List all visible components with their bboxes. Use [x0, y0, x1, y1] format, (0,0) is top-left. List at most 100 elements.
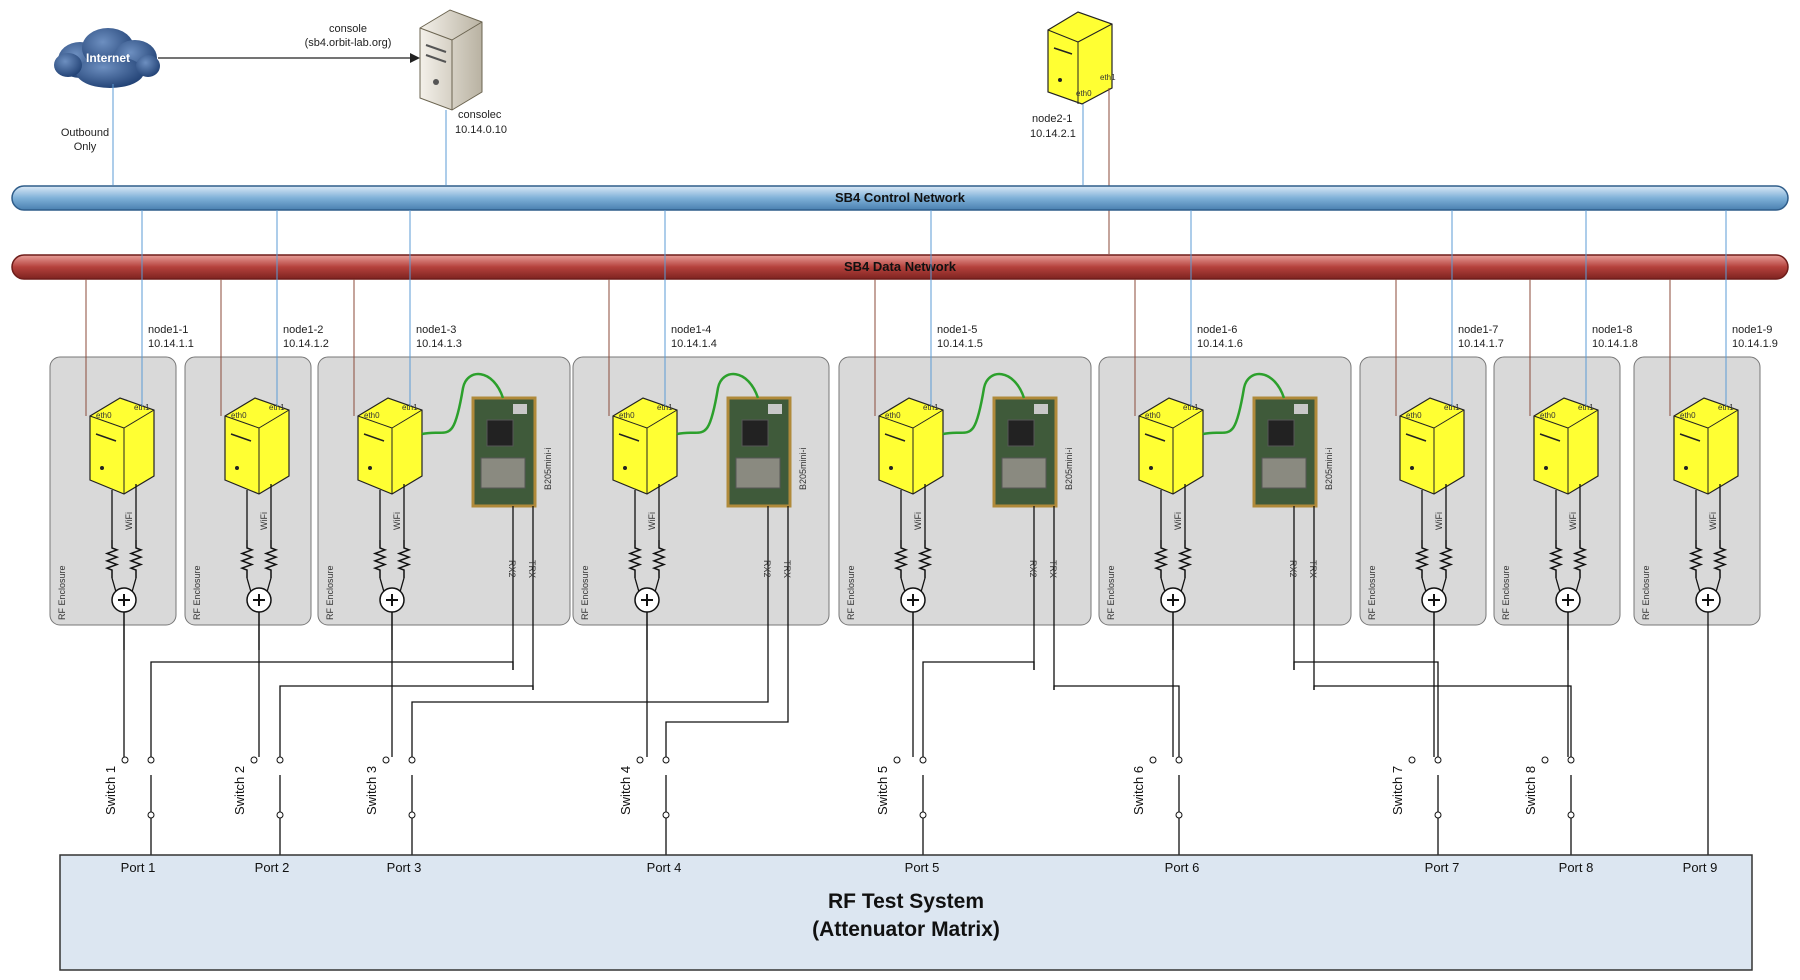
- usrp-usb-cable: [676, 372, 760, 436]
- server-slot: [1144, 433, 1166, 442]
- port-label-3: Port 3: [387, 860, 422, 875]
- combiner-input: [1695, 577, 1701, 593]
- server-led: [1149, 466, 1153, 470]
- eth0-label: eth0: [885, 411, 901, 420]
- usrp-shield: [1261, 457, 1307, 489]
- resistor-icon: [1548, 540, 1564, 578]
- switch-4: Switch 4: [618, 756, 670, 855]
- switch-contact-a: [893, 756, 901, 764]
- server-edge: [1399, 415, 1435, 429]
- combiner-input: [111, 577, 117, 593]
- switch-contact-a: [121, 756, 129, 764]
- combiner-input: [1421, 577, 1427, 593]
- switch-label: Switch 1: [103, 766, 118, 815]
- switch-6: Switch 6: [1131, 756, 1183, 855]
- arrowhead-icon: [410, 53, 420, 63]
- console-name: consolec: [458, 109, 502, 121]
- enclosure-label: RF Enclosure: [1501, 565, 1511, 620]
- switch-label: Switch 6: [1131, 766, 1146, 815]
- resistor-icon: [1572, 540, 1588, 578]
- switch-pivot: [919, 811, 927, 819]
- enclosure-label: RF Enclosure: [1641, 565, 1651, 620]
- switch-pivot: [1434, 811, 1442, 819]
- server-edge: [224, 415, 260, 429]
- port-label-6: Port 6: [1165, 860, 1200, 875]
- node-server-icon: [1673, 397, 1739, 495]
- control-network-bus: SB4 Control Network: [11, 185, 1789, 211]
- usrp-chip: [1267, 419, 1295, 447]
- node-ip: 10.14.1.7: [1458, 338, 1504, 350]
- node-ip: 10.14.1.6: [1197, 338, 1243, 350]
- rf-enclosure-box: [1359, 356, 1487, 626]
- wire: [411, 670, 769, 757]
- combiner-input: [1715, 577, 1721, 593]
- switch-2: Switch 2: [232, 756, 284, 855]
- combiner-input: [1160, 577, 1166, 593]
- eth1-label: eth1: [402, 403, 418, 412]
- node-server-icon: [1533, 397, 1599, 495]
- outbound-note-line2: Only: [74, 141, 97, 153]
- server-edge: [1172, 409, 1204, 429]
- resistor-icon: [1177, 540, 1193, 578]
- switch-label: Switch 2: [232, 766, 247, 815]
- server-edge: [123, 409, 155, 429]
- wifi-label: WiFi: [647, 512, 657, 530]
- server-led: [889, 466, 893, 470]
- top-section: Internet Outbound Only console (sb4.orbi…: [54, 9, 1116, 254]
- wifi-label: WiFi: [124, 512, 134, 530]
- server-led: [623, 466, 627, 470]
- server-edge: [258, 409, 290, 429]
- eth0-label: eth0: [1540, 411, 1556, 420]
- node-ip: 10.14.1.8: [1592, 338, 1638, 350]
- eth1-label: eth1: [923, 403, 939, 412]
- combiner-input: [399, 577, 405, 593]
- data-network-bus: SB4 Data Network: [11, 254, 1789, 280]
- port-label-2: Port 2: [255, 860, 290, 875]
- node-server-icon: [1138, 397, 1204, 495]
- internet-label: Internet: [86, 51, 130, 65]
- resistor-icon: [239, 540, 255, 578]
- combiner-input: [1441, 577, 1447, 593]
- server-slot: [95, 433, 117, 442]
- port-label-4: Port 4: [647, 860, 682, 875]
- server-edge: [612, 415, 648, 429]
- server-edge: [357, 415, 393, 429]
- switch-label: Switch 8: [1523, 766, 1538, 815]
- wire: [150, 661, 514, 757]
- server-slot: [363, 433, 385, 442]
- server-edge: [1533, 415, 1569, 429]
- server-led: [1410, 466, 1414, 470]
- wire: [922, 661, 1035, 757]
- rf-enclosure-box: [184, 356, 312, 626]
- rf-system-title: RF Test System: [828, 890, 984, 913]
- usrp-chip: [486, 419, 514, 447]
- node2-server-icon: [1047, 11, 1113, 105]
- node-ip: 10.14.1.9: [1732, 338, 1778, 350]
- switch-label: Switch 4: [618, 766, 633, 815]
- switch-contact-a: [636, 756, 644, 764]
- switch-label: Switch 3: [364, 766, 379, 815]
- usrp-usb-cable: [1202, 372, 1286, 436]
- usrp-shield: [735, 457, 781, 489]
- port-label-1: Port 1: [121, 860, 156, 875]
- eth1-label: eth1: [269, 403, 285, 412]
- server-slot: [230, 433, 252, 442]
- server-edge: [912, 409, 944, 429]
- trx-label: TRX: [527, 560, 537, 578]
- server-edge: [1433, 409, 1465, 429]
- resistor-icon: [893, 540, 909, 578]
- combiner-input: [634, 577, 640, 593]
- rf-test-system: RF Test System (Attenuator Matrix): [59, 854, 1753, 971]
- switch-contact-b: [276, 756, 284, 764]
- wire: [1293, 661, 1439, 757]
- resistor-icon: [1712, 540, 1728, 578]
- switch-8: Switch 8: [1523, 756, 1575, 855]
- usrp-usb-cable: [942, 372, 1026, 436]
- resistor-icon: [396, 540, 412, 578]
- wire: [279, 685, 534, 757]
- rf-wiring: [85, 210, 1727, 855]
